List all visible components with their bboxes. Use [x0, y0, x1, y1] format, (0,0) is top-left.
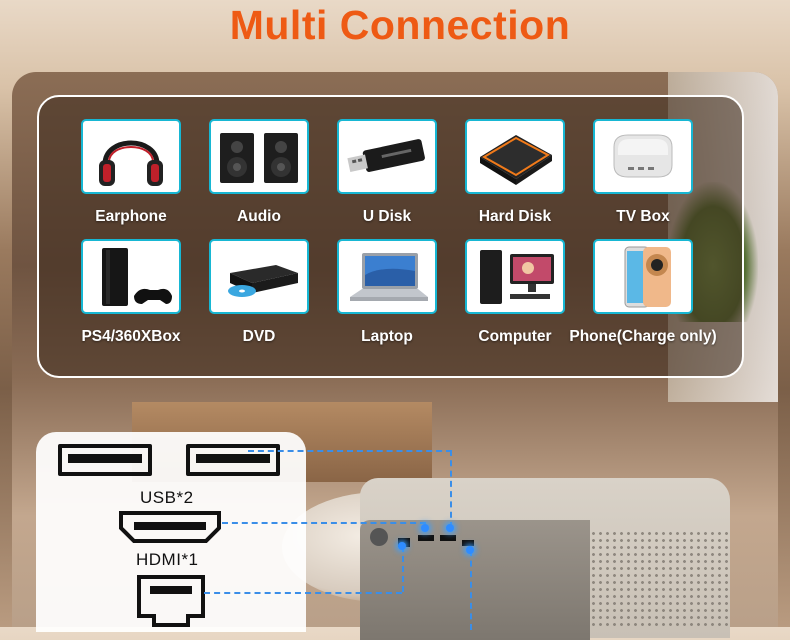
device-panel: Earphone Audio U Disk [37, 95, 744, 378]
laptop-icon [337, 239, 437, 314]
game-console-icon [81, 239, 181, 314]
device-audio: Audio [189, 119, 329, 226]
projector-knob [370, 528, 388, 546]
speakers-icon [209, 119, 309, 194]
usb-drive-icon [337, 119, 437, 194]
device-laptop: Laptop [317, 239, 457, 346]
ethernet-connector-line [402, 546, 404, 592]
device-computer: Computer [445, 239, 585, 346]
projector-rear-panel [360, 520, 590, 640]
device-label: U Disk [362, 208, 412, 225]
tv-box-icon [593, 119, 693, 194]
device-label: Audio [237, 208, 281, 225]
ethernet-port-icon [136, 574, 206, 633]
headphones-icon [81, 119, 181, 194]
device-label: Hard Disk [478, 208, 552, 225]
device-u-disk: U Disk [317, 119, 457, 226]
device-phone: Phone(Charge only) [569, 239, 717, 346]
device-label: Earphone [95, 208, 167, 225]
device-earphone: Earphone [61, 119, 201, 226]
port-indicator-light [466, 546, 474, 554]
hdmi-label: HDMI*1 [136, 550, 199, 569]
device-label: Phone(Charge only) [569, 328, 717, 345]
connector-line [470, 550, 472, 630]
port-indicator-light [398, 542, 406, 550]
port-indicator-light [446, 524, 454, 532]
projector-port [462, 540, 474, 546]
usb-port-icon [186, 444, 280, 476]
projector-vent-grille [590, 530, 730, 630]
hard-disk-icon [465, 119, 565, 194]
device-label: PS4/360XBox [81, 328, 181, 345]
projector-port [440, 535, 456, 541]
usb-connector-line [248, 450, 452, 452]
hdmi-port-icon [118, 510, 222, 549]
page-title: Multi Connection [229, 2, 571, 48]
desktop-computer-icon [465, 239, 565, 314]
device-hard-disk: Hard Disk [445, 119, 585, 226]
device-game-console: PS4/360XBox [61, 239, 201, 346]
device-dvd: DVD [189, 239, 329, 346]
device-tv-box: TV Box [573, 119, 713, 226]
device-label: DVD [242, 328, 276, 345]
ethernet-connector-line [204, 592, 402, 594]
usb-port-icon [58, 444, 152, 476]
port-indicator-light [421, 524, 429, 532]
ports-panel: USB*2 HDMI*1 [36, 432, 306, 632]
dvd-player-icon [209, 239, 309, 314]
projector-port [418, 535, 434, 541]
usb-connector-line [450, 450, 452, 528]
smartphone-icon [593, 239, 693, 314]
device-label: TV Box [616, 208, 670, 225]
hdmi-connector-line [222, 522, 426, 524]
device-label: Laptop [361, 328, 413, 345]
device-label: Computer [478, 328, 552, 345]
usb-label: USB*2 [140, 488, 194, 507]
